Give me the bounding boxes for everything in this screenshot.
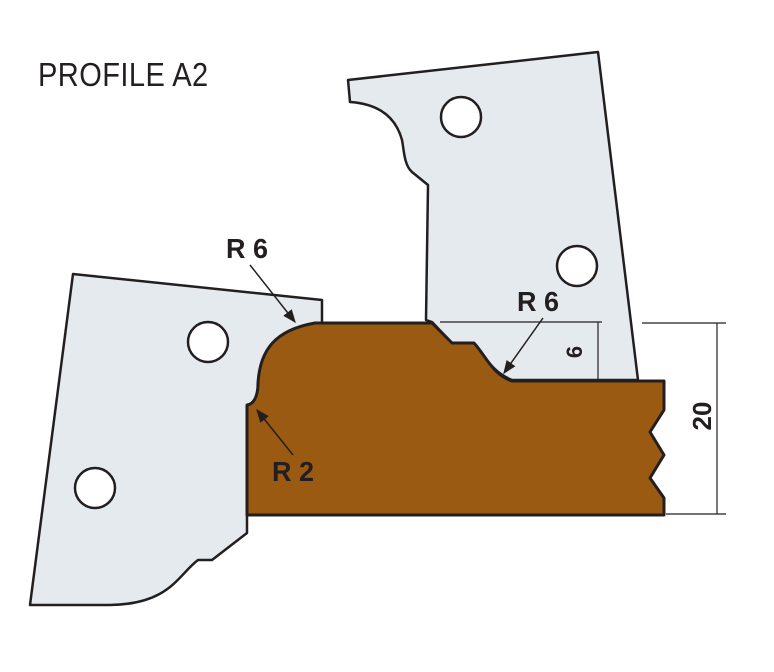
mounting-hole-upper-2 <box>555 244 599 288</box>
mounting-hole-upper-1 <box>439 95 483 139</box>
radius-label-bottom: R 2 <box>272 456 314 487</box>
radius-leader-top-left <box>249 264 296 324</box>
depth-label: 6 <box>562 346 587 358</box>
profile-title: PROFILE A2 <box>38 56 209 93</box>
mounting-hole-left-2 <box>73 466 117 510</box>
height-label: 20 <box>687 402 717 431</box>
radius-leader-top-right <box>503 317 544 375</box>
workpiece-profile <box>245 321 666 517</box>
radius-label-top-left: R 6 <box>226 233 268 264</box>
radius-leader-bottom <box>256 408 294 456</box>
mounting-hole-left-1 <box>186 320 230 364</box>
radius-label-top-right: R 6 <box>517 286 559 317</box>
